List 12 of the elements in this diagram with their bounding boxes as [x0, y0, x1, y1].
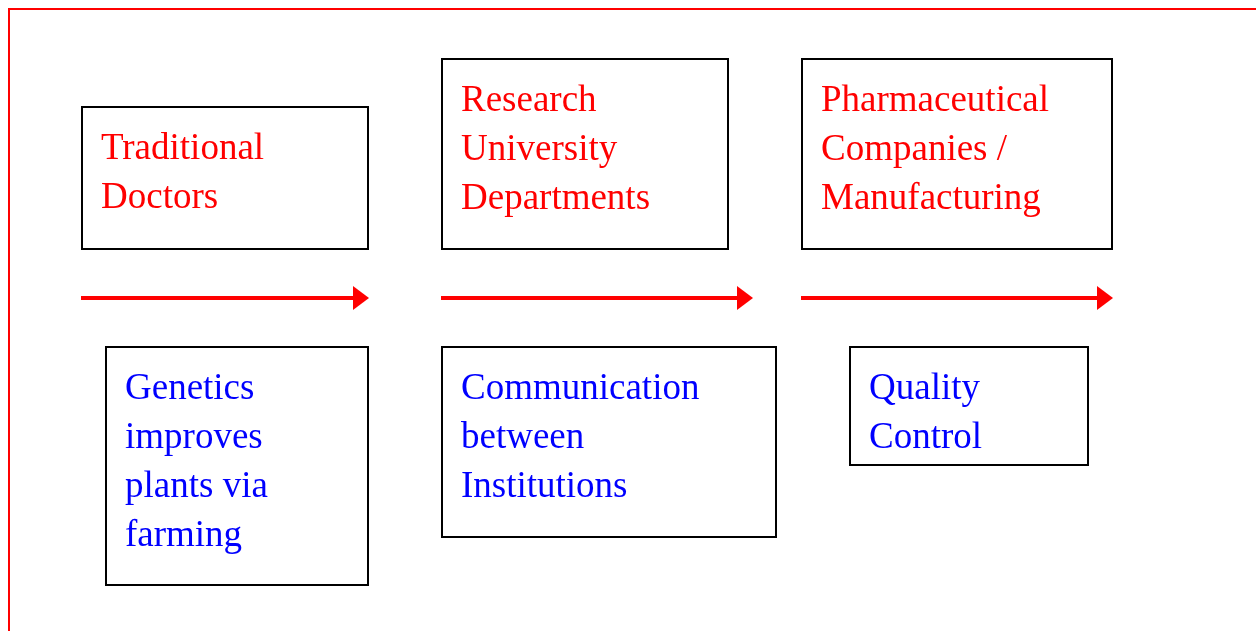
- text-box: [105, 346, 369, 586]
- box-text: Traditional Doctors: [101, 125, 266, 218]
- box-text: Pharmaceutical Companies / Manufacturing: [821, 77, 1051, 219]
- box-text: Communication between Institutions: [461, 365, 701, 507]
- text-box: [441, 58, 729, 250]
- box-text: Research University Departments: [461, 77, 652, 219]
- text-box: [849, 346, 1089, 466]
- box-text: Quality Control: [869, 365, 984, 458]
- text-box: [801, 58, 1113, 250]
- text-box: [81, 106, 369, 250]
- text-box: [441, 346, 777, 538]
- box-text: Genetics improves plants via farming: [125, 365, 269, 556]
